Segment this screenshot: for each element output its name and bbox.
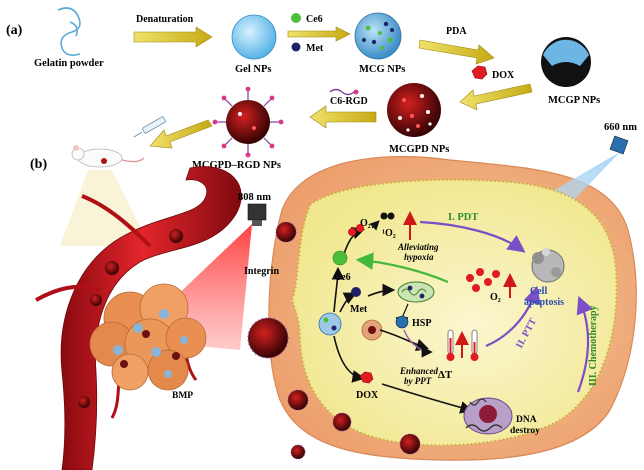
mcg-nps-label: MCG NPs (359, 64, 405, 75)
nucleus-icon (463, 397, 513, 435)
o2-label-a: O₂ (360, 218, 371, 229)
alleviating-label-1: Alleviating (397, 242, 439, 252)
laser-808-label: 808 nm (238, 192, 271, 203)
cell-apoptosis-label-2: apoptosis (524, 297, 564, 308)
ce6-node-label: Ce6 (334, 272, 351, 283)
syringe-icon (133, 116, 166, 138)
dox-node-label: DOX (356, 390, 379, 401)
alleviating-label-2: hypoxia (404, 252, 434, 262)
hsp-down-arrow (403, 329, 433, 358)
delta-t-label: ΔT (438, 369, 453, 381)
panel-b-label: (b) (30, 157, 47, 172)
mcgpd-rgd-np (212, 86, 284, 158)
c6rgd-label: C6-RGD (330, 96, 368, 107)
chemotherapy-arrow (576, 295, 594, 393)
panel-a-label: (a) (6, 23, 23, 38)
o2-molecules-a (348, 224, 364, 236)
injection-arrow (149, 119, 213, 149)
vessel-branch-2 (35, 284, 101, 302)
o2-label-b: O₂ (490, 292, 501, 303)
integrin-label: Integrin (244, 266, 279, 277)
c6rgd-linker-icon (329, 88, 355, 96)
singlet-o2-label: ¹O₂ (382, 228, 396, 239)
pdt-label: I. PDT (448, 212, 478, 223)
hsp-icon (395, 315, 409, 329)
mcgpd-nps-label: MCGPD NPs (389, 144, 449, 155)
denaturation-arrow (133, 26, 213, 48)
mcgpd-np-speckles (398, 94, 432, 132)
gelatin-strand-icon (57, 7, 81, 56)
gel-np-sphere (231, 14, 277, 60)
cell-apoptosis-label-1: Cell (530, 286, 547, 297)
met-node-icon (351, 287, 361, 297)
ce6-node-icon (332, 250, 348, 266)
mcgpd-rgd-nps-label: MCGPD–RGD NPs (192, 160, 281, 171)
mito-inhibit-line (401, 303, 409, 319)
approaching-nanoparticles (247, 221, 421, 460)
laser-660-label: 660 nm (604, 122, 637, 133)
mcgp-nps-label: MCGP NPs (548, 95, 600, 106)
met-reagent-label: Met (306, 43, 324, 54)
met-dot-icon (291, 42, 301, 52)
enhanced-label-1: Enhanced (399, 366, 439, 376)
ce6-dot-icon (291, 13, 301, 23)
gelatin-powder-label: Gelatin powder (34, 58, 104, 69)
dna-destroy-label-1: DNA (516, 415, 537, 425)
loading-arrow (287, 26, 351, 42)
pathway-arrows (331, 226, 474, 414)
laser-808-device-icon (247, 203, 267, 226)
chemotherapy-label: III. Chemotherapy (588, 305, 599, 386)
mcgpd-np-sphere (387, 83, 441, 137)
hsp-label: HSP (412, 318, 431, 329)
mcgp-np-cutaway (543, 39, 589, 66)
apoptotic-cell-icon (531, 248, 565, 283)
laser-660-device-icon (609, 135, 629, 155)
pda-arrow (418, 39, 495, 65)
dox-hexagon-icon (471, 65, 488, 80)
pdt-arrow (419, 220, 526, 253)
gel-nps-label: Gel NPs (235, 64, 271, 75)
alleviating-hypoxia-arrow (355, 252, 449, 284)
mcg-np-dots (362, 21, 394, 50)
vessel-branch-1 (81, 194, 152, 248)
released-nanoparticle-core (318, 312, 342, 336)
singlet-o2-molecules (380, 212, 395, 220)
dox-reagent-label: DOX (492, 70, 515, 81)
mcg-np-sphere (354, 12, 402, 60)
blood-vessel (60, 166, 242, 470)
rgd-arrow (309, 105, 377, 129)
o2-molecules-b (466, 268, 500, 292)
mouse-icon (71, 145, 145, 168)
dox-node-icon (359, 371, 374, 384)
bmp-label: BMP (172, 391, 193, 401)
thermometer-icon (446, 329, 479, 361)
ce6-reagent-label: Ce6 (306, 14, 323, 25)
ptt-arrow (485, 285, 541, 348)
mitochondrion-icon (397, 281, 435, 303)
denaturation-label: Denaturation (136, 14, 194, 25)
pda-label: PDA (446, 26, 467, 37)
tumor-mass (89, 283, 207, 391)
degrading-nanoparticle (361, 319, 383, 341)
dox-loading-arrow (459, 83, 533, 111)
vessel-nanoparticles (78, 229, 183, 408)
dna-destroy-label-2: destroy (510, 426, 540, 436)
o2-conversion-arrow (369, 220, 380, 231)
met-node-label: Met (350, 304, 368, 315)
enhanced-label-2: by PPT (404, 376, 432, 386)
